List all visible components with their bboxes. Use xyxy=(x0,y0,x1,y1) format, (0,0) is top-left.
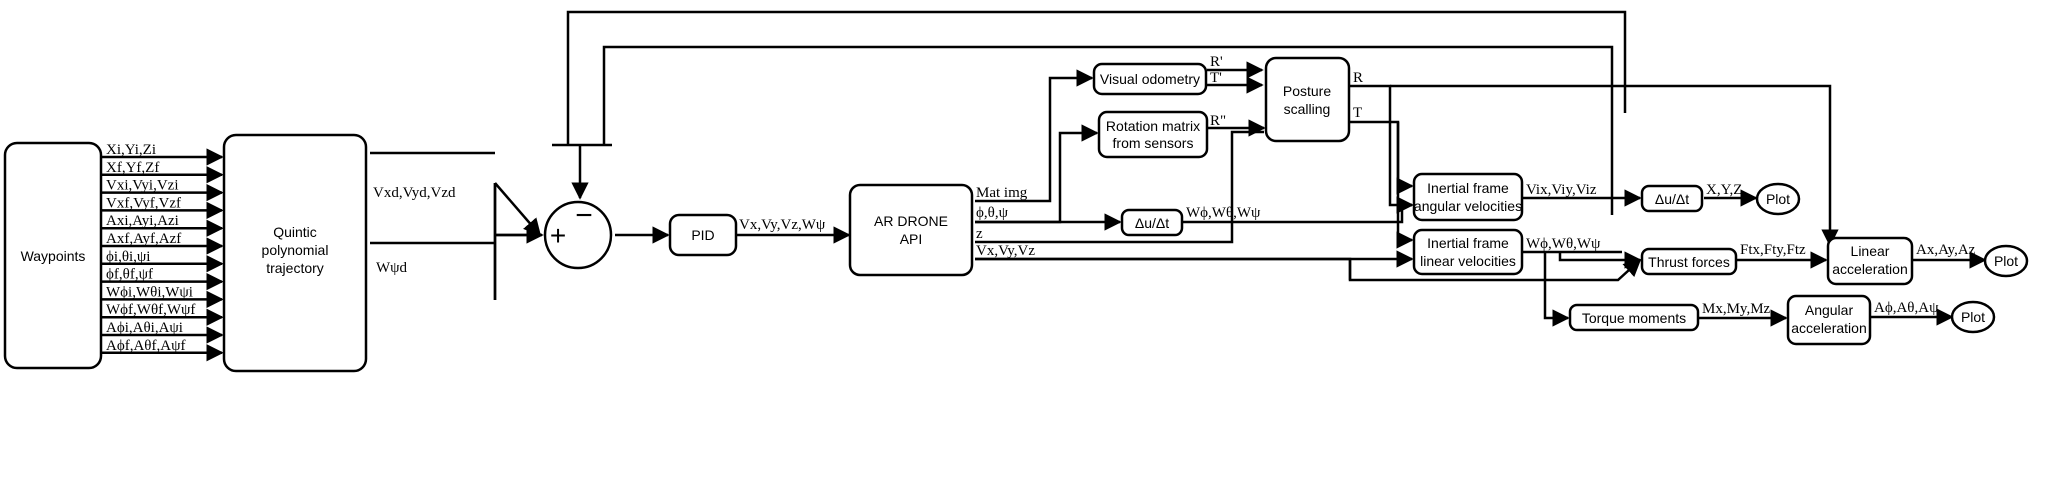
label-r: R xyxy=(1353,70,1363,86)
svg-text:Plot: Plot xyxy=(1766,191,1790,207)
rotation-matrix-block: Rotation matrix from sensors xyxy=(1097,110,1209,159)
inertial-linear-block: Inertial frame linear velocities xyxy=(1412,228,1524,276)
angular-acceleration-block: Angular acceleration xyxy=(1786,294,1872,346)
feedback-loop-inner xyxy=(602,45,1614,215)
label-desired-yaw-rate: Wψd xyxy=(376,260,408,276)
torque-moments-block: Torque moments xyxy=(1568,303,1700,332)
waypoint-signal-label: Aϕf,Aθf,Aψf xyxy=(106,338,185,354)
svg-text:Rotation matrix: Rotation matrix xyxy=(1106,118,1200,134)
wires xyxy=(101,10,1987,362)
feedback-loop-outer xyxy=(566,10,1627,145)
svg-text:Visual odometry: Visual odometry xyxy=(1100,71,1200,87)
label-angles: ϕ,θ,ψ xyxy=(976,205,1009,221)
svg-text:from sensors: from sensors xyxy=(1113,135,1194,151)
svg-text:acceleration: acceleration xyxy=(1791,320,1867,336)
label-lin-acc: Ax,Ay,Az xyxy=(1916,242,1976,258)
svg-text:Thrust forces: Thrust forces xyxy=(1648,254,1730,270)
waypoint-signal-label: ϕi,θi,ψi xyxy=(106,249,150,265)
quintic-block: Quintic polynomial trajectory xyxy=(222,133,368,373)
svg-text:Angular: Angular xyxy=(1805,302,1854,318)
waypoint-signal-label: Axi,Ayi,Azi xyxy=(106,213,179,229)
label-moments: Mx,My,Mz xyxy=(1702,301,1771,317)
waypoint-signal-labels: Xi,Yi,ZiXf,Yf,ZfVxi,Vyi,VziVxf,Vyf,VzfAx… xyxy=(106,142,195,354)
waypoint-signal-label: Xi,Yi,Zi xyxy=(106,142,156,158)
label-ang-rates: Wϕ,Wθ,Wψ xyxy=(1186,205,1261,221)
svg-text:Plot: Plot xyxy=(1961,309,1985,325)
waypoint-signal-label: Axf,Ayf,Azf xyxy=(106,231,181,247)
linear-acceleration-block: Linear acceleration xyxy=(1826,236,1914,286)
svg-text:PID: PID xyxy=(691,227,714,243)
pid-block: PID xyxy=(668,213,738,257)
wire-r-to-linear-acc xyxy=(1390,84,1839,247)
label-forces: Ftx,Fty,Ftz xyxy=(1740,242,1806,258)
waypoint-signal-label: Vxf,Vyf,Vzf xyxy=(106,195,181,211)
waypoint-signal-label: Xf,Yf,Zf xyxy=(106,160,159,176)
waypoints-label: Waypoints xyxy=(21,248,86,264)
label-desired-velocity: Vxd,Vyd,Vzd xyxy=(373,185,456,201)
label-ang-vel-out: Wϕ,Wθ,Wψ xyxy=(1526,236,1601,252)
ardrone-block: AR DRONE API xyxy=(848,183,974,277)
wire-vel-to-thrust xyxy=(975,257,1642,282)
svg-text:linear velocities: linear velocities xyxy=(1420,253,1516,269)
posture-block: Posture scalling xyxy=(1264,56,1351,143)
svg-text:Δu/Δt: Δu/Δt xyxy=(1655,191,1689,207)
label-t: T xyxy=(1353,105,1362,121)
wire-to-thrust xyxy=(1558,251,1642,269)
label-position: X,Y,Z xyxy=(1706,182,1742,198)
wire-to-torque xyxy=(1543,252,1570,327)
du-dt-block-2: Δu/Δt xyxy=(1640,184,1704,213)
plot-node-position: Plot xyxy=(1755,182,1801,216)
svg-text:AR DRONE: AR DRONE xyxy=(874,213,948,229)
wire-to-summer-a xyxy=(494,182,542,237)
visual-odometry-block: Visual odometry xyxy=(1092,62,1208,96)
svg-text:Torque moments: Torque moments xyxy=(1582,310,1686,326)
minus-sign: − xyxy=(575,199,593,232)
summing-junction: + − xyxy=(543,199,613,270)
inertial-angular-block: Inertial frame angular velocities xyxy=(1412,172,1524,222)
wire-mat-img xyxy=(975,69,1094,203)
wire-t-to-angular xyxy=(1396,122,1414,195)
svg-text:angular velocities: angular velocities xyxy=(1414,198,1522,214)
svg-text:trajectory: trajectory xyxy=(266,260,324,276)
svg-text:Posture: Posture xyxy=(1283,83,1331,99)
waypoint-signal-label: Wϕi,Wθi,Wψi xyxy=(106,284,193,300)
svg-text:polynomial: polynomial xyxy=(262,242,329,258)
wire-r-to-angular xyxy=(1348,84,1414,214)
plot-node-linear-acc: Plot xyxy=(1983,244,2029,278)
waypoint-signal-label: Aϕi,Aθi,Aψi xyxy=(106,320,183,336)
label-z: z xyxy=(976,226,983,242)
waypoint-signal-label: Wϕf,Wθf,Wψf xyxy=(106,302,195,318)
label-mat-img: Mat img xyxy=(976,185,1028,201)
svg-text:Linear: Linear xyxy=(1851,243,1890,259)
label-pid-out: Vx,Vy,Vz,Wψ xyxy=(739,217,826,233)
label-t-prime: T' xyxy=(1210,70,1222,86)
svg-text:Quintic: Quintic xyxy=(273,224,317,240)
svg-text:Δu/Δt: Δu/Δt xyxy=(1135,215,1169,231)
label-r-prime: R' xyxy=(1210,54,1223,70)
svg-text:API: API xyxy=(900,231,923,247)
label-vel: Vx,Vy,Vz xyxy=(976,243,1035,259)
du-dt-block-1: Δu/Δt xyxy=(1120,208,1184,237)
svg-text:Inertial frame: Inertial frame xyxy=(1427,235,1509,251)
thrust-forces-block: Thrust forces xyxy=(1640,247,1738,276)
svg-text:acceleration: acceleration xyxy=(1832,261,1908,277)
waypoint-signal-label: ϕf,θf,ψf xyxy=(106,267,153,283)
plot-node-angular-acc: Plot xyxy=(1950,300,1996,334)
svg-text:Plot: Plot xyxy=(1994,253,2018,269)
waypoint-signal-label: Vxi,Vyi,Vzi xyxy=(106,178,179,194)
plus-sign: + xyxy=(550,220,566,251)
label-r-dprime: R" xyxy=(1210,113,1226,129)
waypoints-block: Waypoints xyxy=(3,141,103,370)
label-inertial-vel: Vix,Viy,Viz xyxy=(1526,182,1597,198)
signal-labels: Vxd,Vyd,Vzd Wψd Vx,Vy,Vz,Wψ Mat img ϕ,θ,… xyxy=(373,54,1976,317)
svg-text:Inertial frame: Inertial frame xyxy=(1427,180,1509,196)
wire-z xyxy=(975,130,1264,244)
label-ang-acc: Aϕ,Aθ,Aψ xyxy=(1874,300,1939,316)
svg-text:scalling: scalling xyxy=(1284,101,1331,117)
